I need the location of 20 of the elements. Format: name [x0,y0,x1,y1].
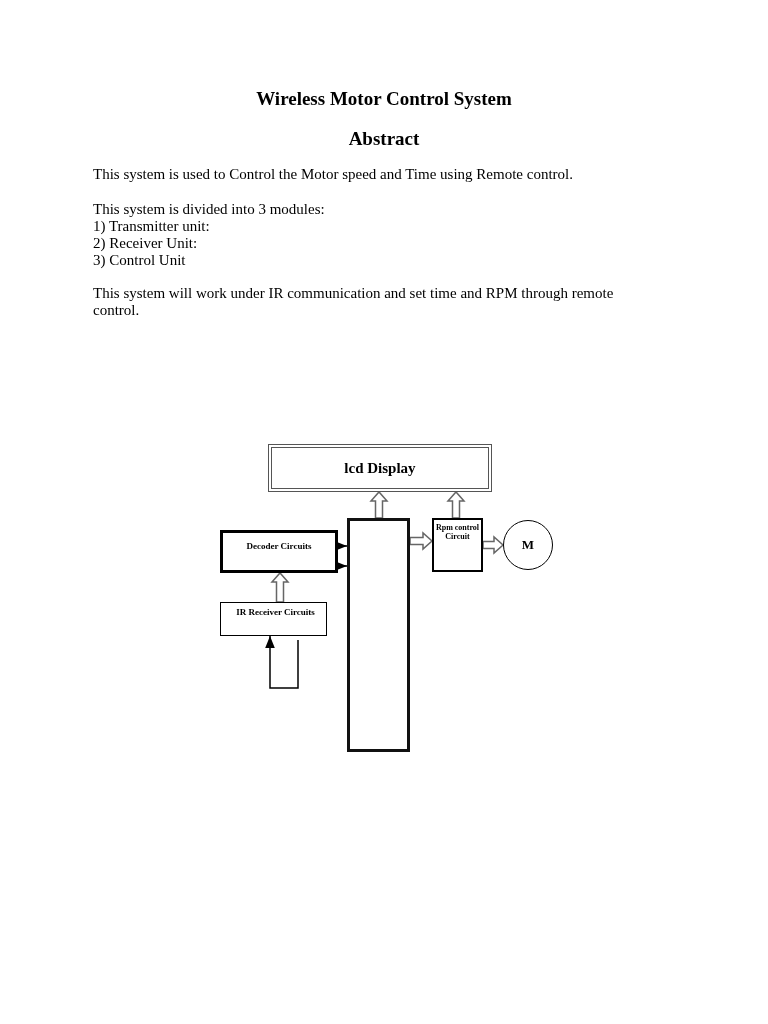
block-arrow [409,531,434,551]
process-box: Rpm control Circuit [432,518,483,572]
page-title: Wireless Motor Control System [255,88,513,110]
block-arrow [446,490,466,519]
motor-circle: M [503,520,553,570]
block-arrow [270,571,290,603]
list-item: 1) Transmitter unit: [93,218,211,235]
list-item: 2) Receiver Unit: [93,235,199,252]
section-heading: Abstract [347,128,421,150]
process-box: Decoder Circuits [220,530,338,573]
paragraph: This system is divided into 3 modules: [93,201,326,218]
paragraph: This system will work under IR communication and set time and RPM through remote control. [93,285,615,319]
block-arrow [482,535,505,555]
block-arrow [369,490,389,519]
display-box: lcd Display [268,444,492,492]
process-box: IR Receiver Circuits [220,602,327,636]
paragraph: This system is used to Control the Motor speed and Time using Remote control. [93,166,574,183]
list-item: 3) Control Unit [93,252,187,269]
process-box [347,518,410,752]
arrow [265,635,299,689]
